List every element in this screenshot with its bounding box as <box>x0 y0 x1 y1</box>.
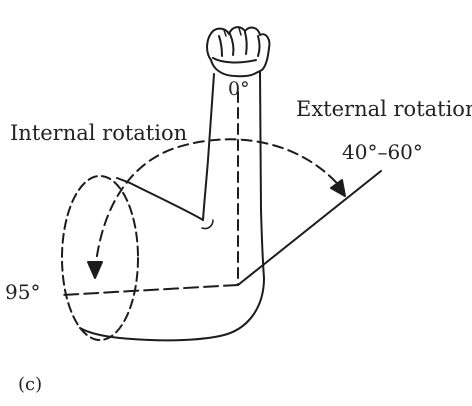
internal-angle-label: 95° <box>5 280 41 304</box>
external-range-label: 40°–60° <box>342 140 423 164</box>
internal-angle-line <box>61 284 239 296</box>
external-arrowhead <box>330 179 346 197</box>
internal-rotation-circle <box>61 175 139 341</box>
zero-degree-label: 0° <box>228 78 250 100</box>
panel-label: (c) <box>18 374 43 395</box>
fist-drawing <box>206 26 271 78</box>
external-rotation-line <box>237 170 382 286</box>
forearm-drawing <box>116 71 265 279</box>
external-rotation-label: External rotation <box>296 97 472 121</box>
rotation-arc <box>94 138 344 273</box>
upper-arm-drawing <box>79 219 265 342</box>
internal-rotation-label: Internal rotation <box>10 121 188 145</box>
internal-arrowhead <box>87 261 103 279</box>
